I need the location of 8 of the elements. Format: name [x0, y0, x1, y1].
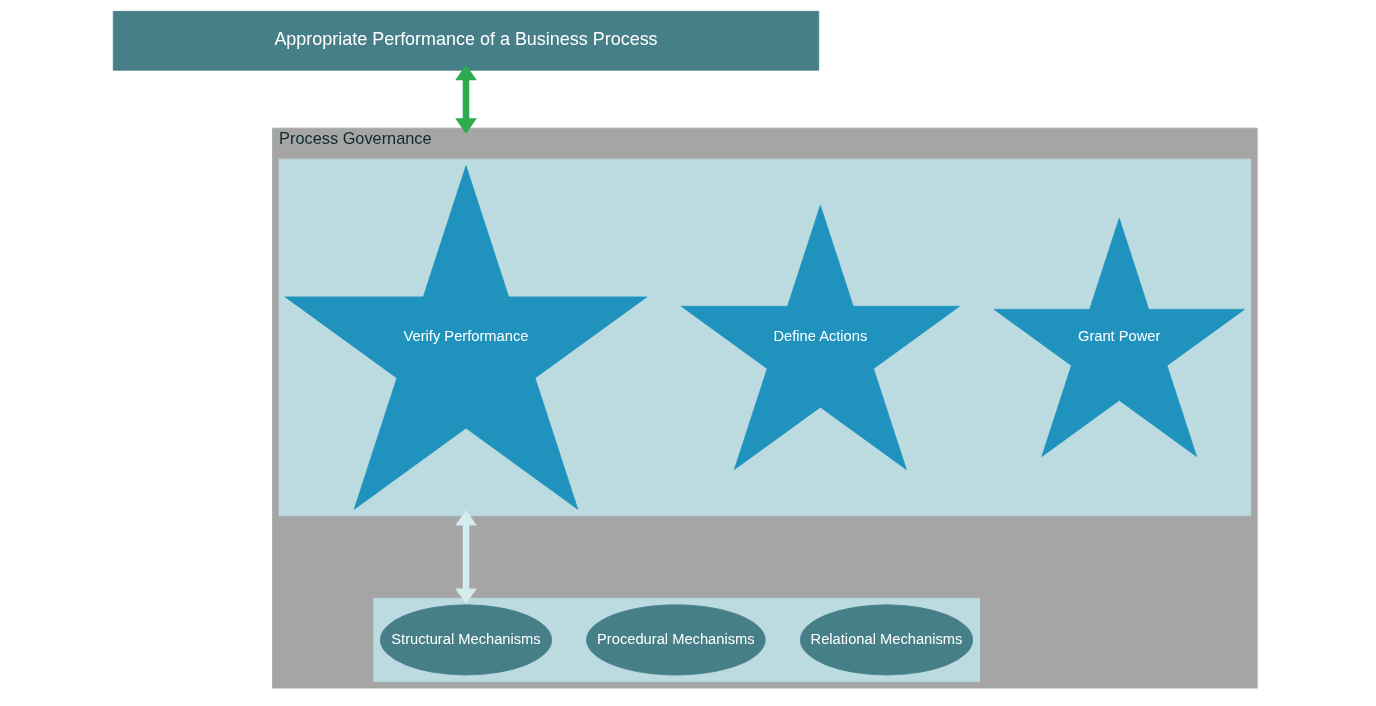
- cluster: [372, 597, 980, 682]
- cluster: [278, 158, 1251, 517]
- node-ellipse: Relational Mechanisms: [799, 604, 973, 676]
- node-ellipse: Procedural Mechanisms: [585, 604, 766, 676]
- arrow: [454, 64, 477, 134]
- node-ellipse: Structural Mechanisms: [379, 604, 552, 676]
- node-box: Appropriate Performance of a Business Process: [112, 10, 819, 71]
- arrow: [454, 510, 477, 604]
